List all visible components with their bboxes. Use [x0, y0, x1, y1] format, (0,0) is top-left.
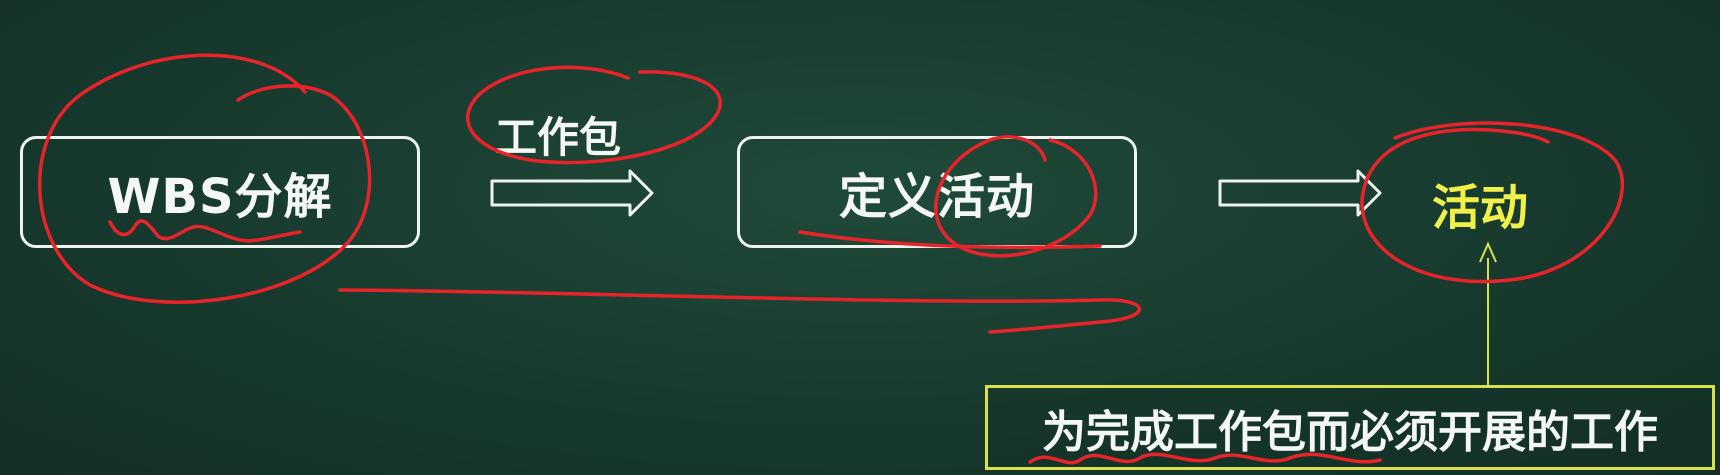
node-wbs-decomposition: WBS分解 — [20, 136, 420, 248]
annotation-underline-define — [798, 230, 1102, 250]
annotation-circle-wbs — [38, 53, 372, 304]
annotation-scribble-note — [1028, 452, 1382, 465]
node-wbs-label: WBS分解 — [107, 169, 333, 225]
annotation-scribble-wbs — [108, 219, 302, 243]
arrowhead-icon — [1479, 241, 1497, 263]
hollow-arrow-icon — [1218, 169, 1382, 217]
node-activity: 活动 — [1432, 180, 1529, 236]
annotation-circle-workpackage — [466, 65, 722, 165]
note-label: 为完成工作包而必须开展的工作 — [1042, 406, 1658, 458]
hollow-arrow-icon — [490, 169, 654, 217]
annotation-marks — [38, 53, 1625, 465]
annotation-circle-activities — [934, 135, 1098, 258]
annotation-long-arrow — [338, 288, 1142, 334]
edge-label-work-package: 工作包 — [495, 113, 622, 162]
annotation-circle-activity — [1360, 121, 1625, 284]
